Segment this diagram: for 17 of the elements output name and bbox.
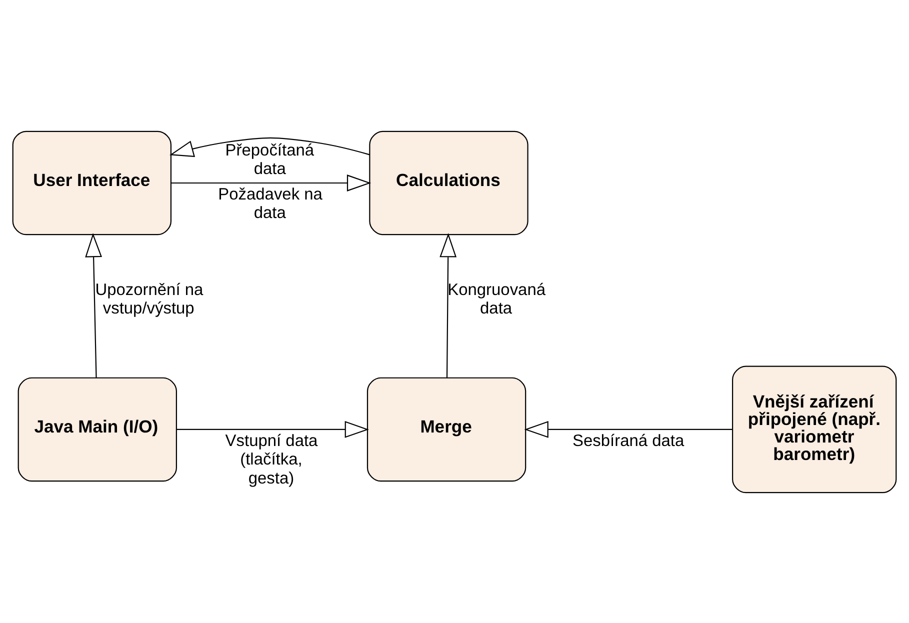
edge-label: Vstupní data (tlačítka, gesta) [225,431,318,487]
arrow [171,174,372,191]
node-box: Calculations [369,130,528,235]
node-box: User Interface [12,130,172,235]
edge-label: Sesbíraná data [572,431,684,450]
node-box: Vnější zařízení připojené (např. variometr barometr) [732,365,897,493]
arrow [524,420,732,438]
arrow [176,420,369,438]
arrow [85,232,102,378]
arrow [440,232,457,378]
edge-label: Požadavek na data [218,184,322,222]
edge-label: Upozornění na vstup/výstup [95,280,204,318]
edge-label: Přepočítaná data [225,141,314,178]
node-box: Java Main (I/O) [18,376,177,482]
node-box: Merge [366,376,526,482]
arrow [169,136,370,157]
edge-label: Kongruovaná data [448,280,546,318]
